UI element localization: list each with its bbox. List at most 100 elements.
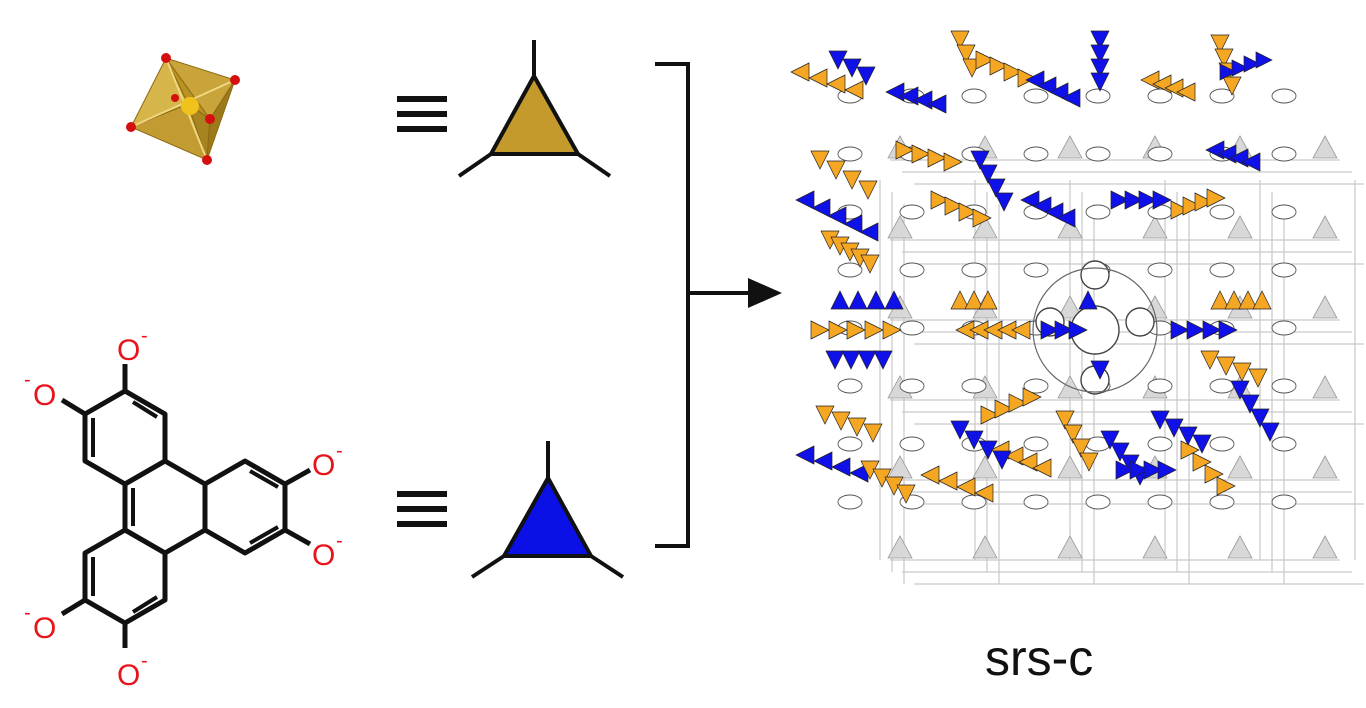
framework-orange-node xyxy=(1055,410,1075,430)
framework-orange-node xyxy=(847,417,867,437)
framework-gray-node xyxy=(972,535,998,559)
framework-blue-node xyxy=(831,457,851,477)
framework-gray-node xyxy=(1057,455,1083,479)
framework-pore xyxy=(1080,260,1110,290)
framework-orange-node xyxy=(974,483,994,503)
framework-orange-node xyxy=(858,180,878,200)
framework-pore-ring xyxy=(1032,267,1158,393)
framework-blue-node xyxy=(978,440,998,460)
framework-blue-node xyxy=(1192,434,1212,454)
framework-blue-node xyxy=(827,206,847,226)
framework-blue-node xyxy=(1260,422,1280,442)
framework-linker xyxy=(1147,146,1173,162)
framework-orange-node xyxy=(1214,48,1234,68)
framework-linker xyxy=(899,320,925,336)
framework-blue-node xyxy=(950,420,970,440)
framework-gray-node xyxy=(1057,215,1083,239)
framework-blue-node xyxy=(841,350,861,370)
framework-orange-node xyxy=(943,152,963,172)
framework-blue-node xyxy=(795,190,815,210)
framework-orange-node xyxy=(1216,476,1236,496)
framework-blue-node xyxy=(1037,76,1057,96)
framework-blue-node xyxy=(1040,320,1060,340)
framework-orange-node xyxy=(1176,82,1196,102)
framework-gray-node xyxy=(1057,135,1083,159)
framework-orange-node xyxy=(815,405,835,425)
framework-orange-node xyxy=(980,405,1000,425)
framework-orange-node xyxy=(1222,76,1242,96)
framework-orange-node xyxy=(842,170,862,190)
framework-linker xyxy=(1271,378,1297,394)
framework-orange-node xyxy=(950,30,970,50)
framework-linker xyxy=(1271,320,1297,336)
framework-blue-node xyxy=(1049,82,1069,102)
svg-text:-: - xyxy=(336,530,343,552)
svg-text:-: - xyxy=(24,369,31,391)
framework-orange-node xyxy=(1018,452,1038,472)
oxygen-label-5: - O xyxy=(24,602,56,645)
svg-text:O: O xyxy=(117,334,140,367)
framework-gray-node xyxy=(887,535,913,559)
framework-orange-node xyxy=(989,56,1009,76)
framework-linker xyxy=(837,262,863,278)
framework-blue-node xyxy=(795,445,815,465)
framework-gray-node xyxy=(1312,455,1338,479)
arrow-right-icon xyxy=(748,278,782,308)
framework-blue-node xyxy=(1115,460,1135,480)
equivalence-symbol-bottom xyxy=(397,491,447,527)
framework-linker xyxy=(961,494,987,510)
framework-blue-node xyxy=(848,290,868,310)
framework-linker xyxy=(961,88,987,104)
framework-orange-node xyxy=(846,320,866,340)
framework-orange-node xyxy=(944,196,964,216)
oxygen-label-3: O - xyxy=(312,440,343,482)
framework-blue-node xyxy=(813,451,833,471)
framework-blue-node xyxy=(1061,88,1081,108)
framework-orange-node xyxy=(844,80,864,100)
framework-orange-node xyxy=(1252,290,1272,310)
framework-orange-node xyxy=(927,148,947,168)
oxygen-label-4: O - xyxy=(312,530,343,572)
bracket-icon xyxy=(655,62,750,548)
framework-blue-node xyxy=(992,450,1012,470)
framework-blue-node xyxy=(1255,51,1273,69)
framework-blue-node xyxy=(1090,72,1110,92)
framework-linker xyxy=(899,436,925,452)
framework-linker xyxy=(1023,436,1049,452)
framework-linker xyxy=(1209,494,1235,510)
framework-blue-node xyxy=(1230,380,1250,400)
framework-orange-node xyxy=(863,423,883,443)
framework-blue-node xyxy=(811,198,831,218)
framework-linker xyxy=(1271,88,1297,104)
framework-orange-node xyxy=(911,144,931,164)
framework-blue-node xyxy=(856,66,876,86)
framework-orange-node xyxy=(1008,393,1028,413)
framework-blue-node xyxy=(1110,190,1130,210)
framework-linker xyxy=(899,262,925,278)
framework-blue-node xyxy=(1090,360,1110,380)
framework-gray-node xyxy=(972,455,998,479)
svg-text:O: O xyxy=(33,379,56,412)
framework-gray-node xyxy=(1057,295,1083,319)
framework-orange-node xyxy=(1003,62,1023,82)
framework-blue-node xyxy=(866,290,886,310)
framework-orange-node xyxy=(1004,446,1024,466)
framework-orange-node xyxy=(1210,34,1230,54)
framework-orange-node xyxy=(1022,387,1042,407)
framework-blue-node xyxy=(970,150,990,170)
framework-blue-node xyxy=(1138,190,1158,210)
framework-blue-node xyxy=(1100,430,1120,450)
svg-text:-: - xyxy=(141,325,148,347)
framework-linker xyxy=(1271,204,1297,220)
framework-orange-node xyxy=(810,320,830,340)
framework-linker xyxy=(1085,146,1111,162)
framework-orange-node xyxy=(831,411,851,431)
framework-orange-node xyxy=(1238,290,1258,310)
framework-linker xyxy=(961,378,987,394)
framework-blue-node xyxy=(1164,418,1184,438)
framework-linker xyxy=(961,262,987,278)
framework-linker xyxy=(1023,146,1049,162)
framework-orange-node xyxy=(930,190,950,210)
framework-orange-node xyxy=(978,290,998,310)
framework-orange-node xyxy=(1017,68,1037,88)
